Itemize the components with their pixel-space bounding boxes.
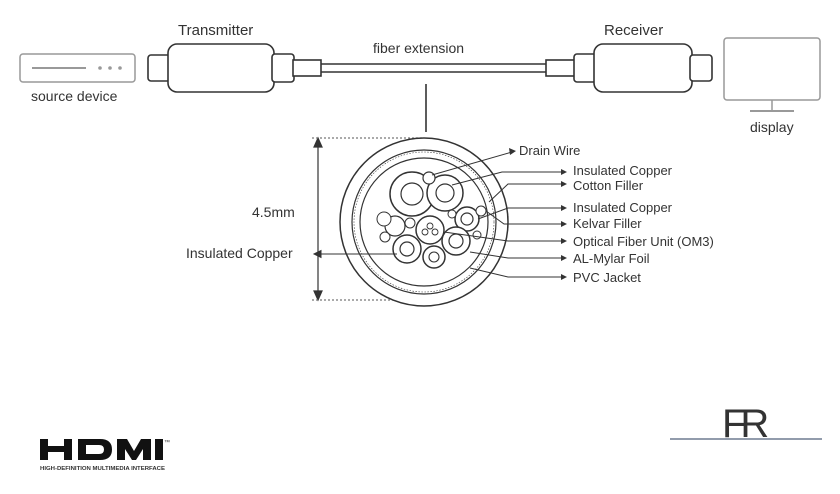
insulated-copper-left-label: Insulated Copper [186,245,293,261]
receiver-label: Receiver [604,22,663,39]
hdmi-wordmark-glyphs [40,439,163,460]
callout-insulated-copper-2: Insulated Copper [573,200,673,215]
diameter-label: 4.5mm [252,204,295,220]
transmitter-connector [147,43,322,93]
callout-pvc-jacket: PVC Jacket [573,270,641,285]
fiber-cable [321,63,546,73]
drain-wire [422,171,436,185]
brand-monogram-text: FR [722,402,768,446]
optical-fiber-unit [415,215,445,245]
callout-insulated-copper-1: Insulated Copper [573,163,673,178]
callout-drain-wire: Drain Wire [519,143,580,158]
receiver-connector [545,43,713,93]
callout-left-insulated-copper [312,249,397,259]
callout-leaders [431,151,562,278]
source-device-label: source device [31,88,118,104]
transmitter-label: Transmitter [178,22,253,39]
hdmi-logo: ™ HIGH-DEFINITION MULTIMEDIA INTERFACE [40,439,170,472]
cable-cross-section [339,137,509,307]
hdmi-tm: ™ [164,439,170,446]
callout-cotton-filler: Cotton Filler [573,178,644,193]
callout-arrowheads [509,148,567,280]
brand-monogram-logo: FR [670,402,822,446]
callout-al-mylar-foil: AL-Mylar Foil [573,251,650,266]
hdmi-tagline: HIGH-DEFINITION MULTIMEDIA INTERFACE [40,466,165,472]
display-label: display [750,119,794,135]
callout-optical-fiber-unit: Optical Fiber Unit (OM3) [573,234,714,249]
callout-kelvar-filler: Kelvar Filler [573,216,642,231]
source-device-icon [19,53,136,83]
fiber-extension-label: fiber extension [373,40,464,56]
display-icon [723,37,821,112]
